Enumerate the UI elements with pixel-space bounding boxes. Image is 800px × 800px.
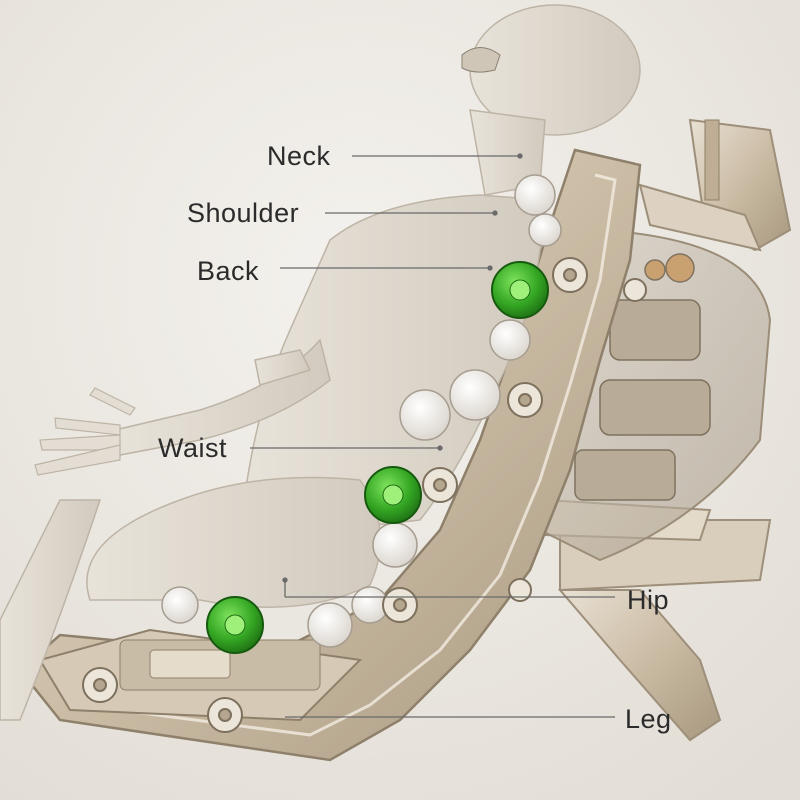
headrest-bracket <box>638 118 792 252</box>
eye-mask <box>461 47 501 73</box>
label-leg: Leg <box>625 704 672 734</box>
seat-platform <box>38 628 363 722</box>
green-roller-back <box>491 261 549 319</box>
green-rollers <box>206 261 549 654</box>
motor-assembly <box>574 253 711 501</box>
human-figure <box>0 4 641 721</box>
white-rollers <box>161 174 562 648</box>
green-roller-hip <box>206 596 264 654</box>
massage-rail <box>18 148 642 762</box>
hand-fingers <box>34 387 136 476</box>
track-wheels <box>82 257 647 733</box>
label-neck: Neck <box>267 141 331 171</box>
leader-lines <box>250 153 615 718</box>
green-roller-waist <box>364 466 422 524</box>
label-waist: Waist <box>158 433 227 463</box>
label-hip: Hip <box>627 585 670 615</box>
label-back: Back <box>197 256 260 286</box>
label-shoulder: Shoulder <box>187 198 300 228</box>
